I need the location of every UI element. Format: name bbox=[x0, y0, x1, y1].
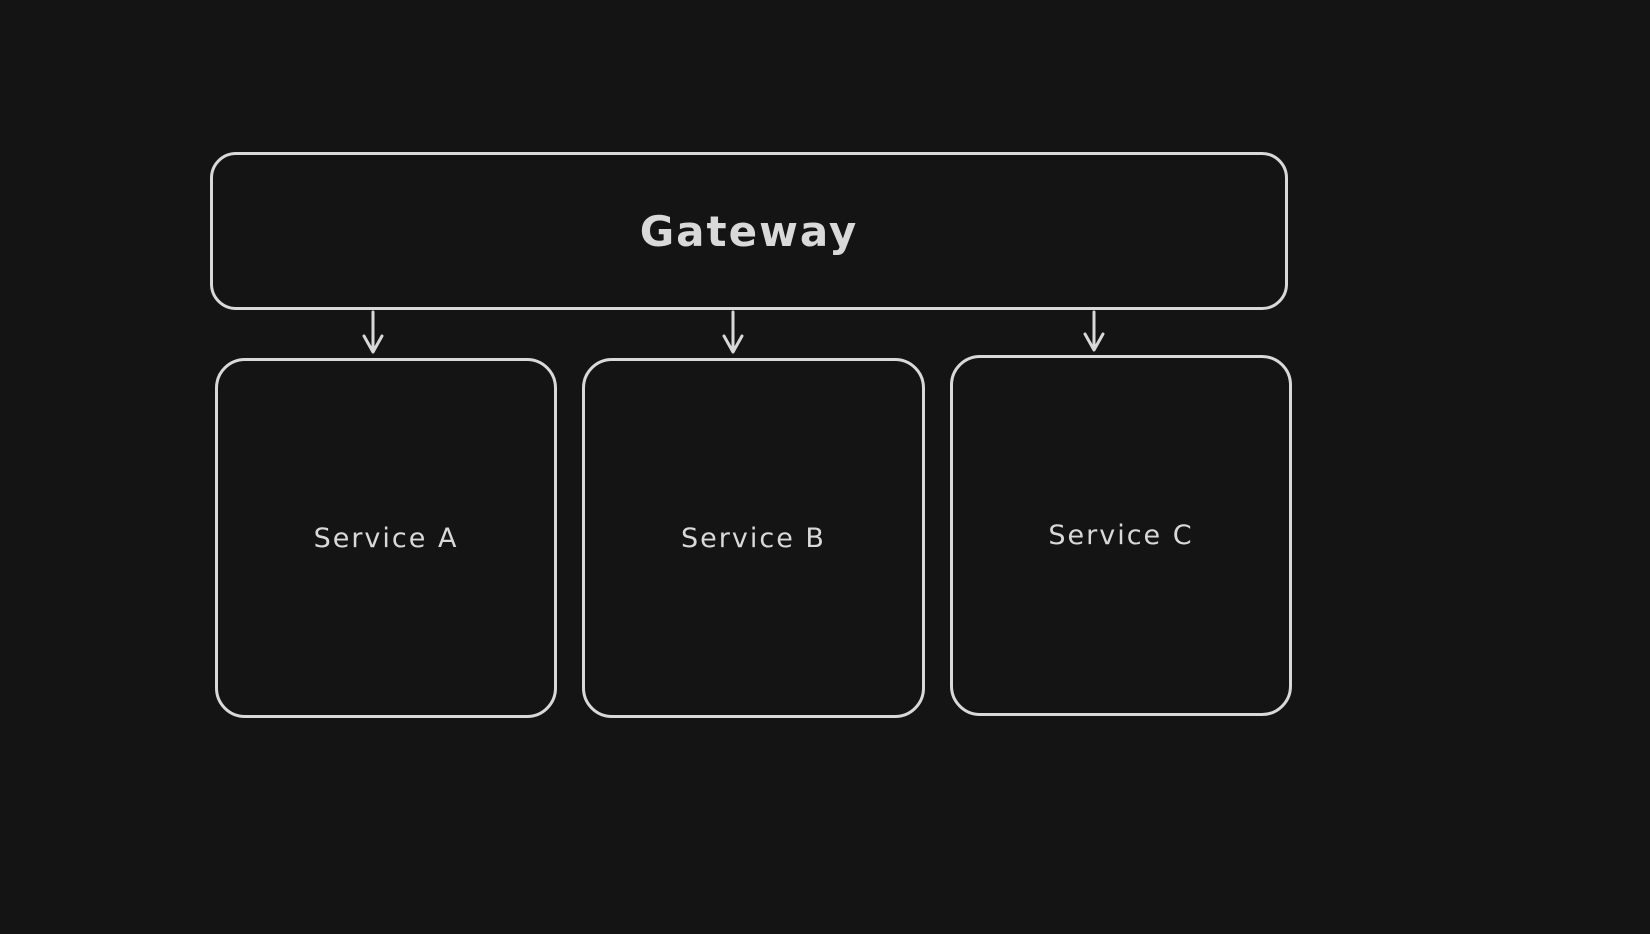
node-gateway-label: Gateway bbox=[639, 206, 859, 256]
node-service-b: Service B bbox=[582, 358, 925, 718]
arrow-gateway-to-service-a bbox=[362, 310, 384, 354]
node-service-c: Service C bbox=[950, 355, 1292, 716]
node-service-a-label: Service A bbox=[313, 522, 459, 554]
node-service-b-label: Service B bbox=[681, 522, 826, 554]
node-gateway: Gateway bbox=[210, 152, 1288, 310]
node-service-c-label: Service C bbox=[1048, 520, 1194, 551]
node-service-a: Service A bbox=[215, 358, 557, 718]
arrow-gateway-to-service-b bbox=[722, 310, 744, 354]
arrow-gateway-to-service-c bbox=[1083, 310, 1105, 352]
